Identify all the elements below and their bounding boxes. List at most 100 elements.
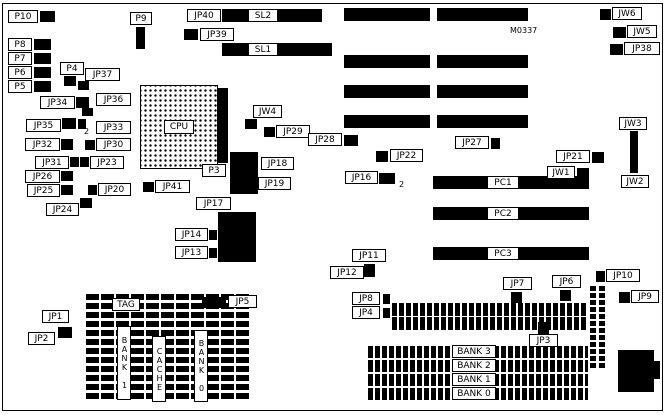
label-p8: P8	[8, 38, 32, 51]
label-pc3: PC3	[487, 247, 519, 260]
p8-conn	[34, 39, 51, 50]
jp1-jumper	[58, 327, 72, 338]
cache-chip	[221, 348, 234, 354]
cache-chip	[131, 375, 144, 381]
isa-slot-4a	[344, 115, 430, 128]
cache-chip	[221, 312, 234, 318]
vlabel-bank1-cache: BANK 1	[117, 326, 131, 400]
cache-chip	[206, 321, 219, 327]
cache-chip	[131, 348, 144, 354]
cache-chip	[236, 393, 249, 399]
vlabel-cache: CACHE	[152, 336, 166, 402]
isa-slot-1a	[344, 8, 430, 21]
cache-chip	[131, 312, 144, 318]
cache-chip	[131, 330, 144, 336]
cache-chip	[161, 384, 174, 390]
label-bank0: BANK 0	[452, 387, 496, 400]
simm-slot-b	[392, 317, 588, 330]
jp9-jumper	[619, 292, 630, 303]
jp21-jumper	[592, 152, 604, 163]
cache-chip	[146, 330, 159, 336]
cache-chip	[206, 357, 219, 363]
cache-chip	[131, 357, 144, 363]
cache-chip	[176, 366, 189, 372]
label-jp22: JP22	[390, 149, 423, 162]
cache-chip	[86, 375, 99, 381]
label-jw6: JW6	[612, 7, 642, 20]
cache-chip	[221, 330, 234, 336]
label-pc1: PC1	[487, 176, 519, 189]
jp34-jumper	[76, 97, 89, 108]
label-p3: P3	[202, 164, 226, 177]
power-header-pin	[590, 328, 596, 333]
label-p10: P10	[8, 10, 38, 23]
cache-chip	[236, 384, 249, 390]
cache-chip	[221, 339, 234, 345]
cache-chip	[161, 393, 174, 399]
cache-chip	[176, 384, 189, 390]
cache-chip	[161, 375, 174, 381]
cache-chip	[206, 330, 219, 336]
label-jp38: JP38	[624, 42, 660, 55]
label-jp27: JP27	[455, 136, 489, 149]
label-jp3: JP3	[529, 334, 558, 347]
cache-chip	[101, 357, 114, 363]
cache-chip	[101, 384, 114, 390]
cache-chip	[176, 348, 189, 354]
cache-chip	[86, 321, 99, 327]
cache-chip	[131, 384, 144, 390]
jp14-jumper	[209, 230, 217, 240]
label-jp13: JP13	[175, 246, 208, 259]
power-header-pin	[599, 293, 605, 298]
jw1-jumper	[577, 168, 589, 179]
jp39-jumper	[184, 29, 198, 40]
isa-slot-4b	[437, 115, 528, 128]
cache-chip	[176, 330, 189, 336]
label-jp40: JP40	[187, 9, 221, 22]
power-header-pin	[590, 300, 596, 305]
label-p5: P5	[8, 80, 32, 93]
label-p7: P7	[8, 52, 32, 65]
p4-jumper	[64, 76, 76, 86]
label-jp39: JP39	[200, 28, 234, 41]
p10-conn	[40, 11, 55, 22]
power-header-pin	[590, 356, 596, 361]
label-jp10: JP10	[606, 269, 640, 282]
cache-chip	[131, 366, 144, 372]
cache-chip	[176, 303, 189, 309]
jp22-jumper	[376, 151, 388, 162]
label-jp18: JP18	[261, 157, 294, 170]
cache-chip	[131, 393, 144, 399]
cache-chip	[176, 339, 189, 345]
cache-chip	[101, 303, 114, 309]
power-header-pin	[599, 300, 605, 305]
ic-chip-2	[230, 152, 258, 194]
label-jp25: JP25	[27, 184, 60, 197]
jp41-jumper	[143, 182, 154, 192]
jp28-jumper	[344, 135, 358, 146]
p6-conn	[34, 67, 51, 78]
cache-chip	[191, 321, 204, 327]
jp10-jumper	[596, 271, 605, 282]
isa-slot-2b	[437, 55, 528, 68]
cache-chip	[101, 312, 114, 318]
label-jp37: JP37	[85, 68, 120, 81]
power-header-pin	[599, 363, 605, 368]
jp35-jumper-2	[78, 119, 86, 129]
jp29-jumper	[264, 127, 275, 137]
jp8-jumper	[383, 294, 390, 304]
power-header-pin	[590, 293, 596, 298]
label-jp24: JP24	[46, 203, 79, 216]
power-header-pin	[599, 342, 605, 347]
cache-chip	[221, 303, 234, 309]
label-jp2: JP2	[28, 332, 55, 345]
cache-chip	[86, 339, 99, 345]
cache-chip	[176, 312, 189, 318]
jp5-jumper	[202, 297, 226, 308]
power-header-pin	[590, 321, 596, 326]
cache-chip	[176, 321, 189, 327]
cache-chip	[221, 393, 234, 399]
label-p6: P6	[8, 66, 32, 79]
jp24-jumper	[80, 198, 92, 208]
power-header-pin	[599, 349, 605, 354]
